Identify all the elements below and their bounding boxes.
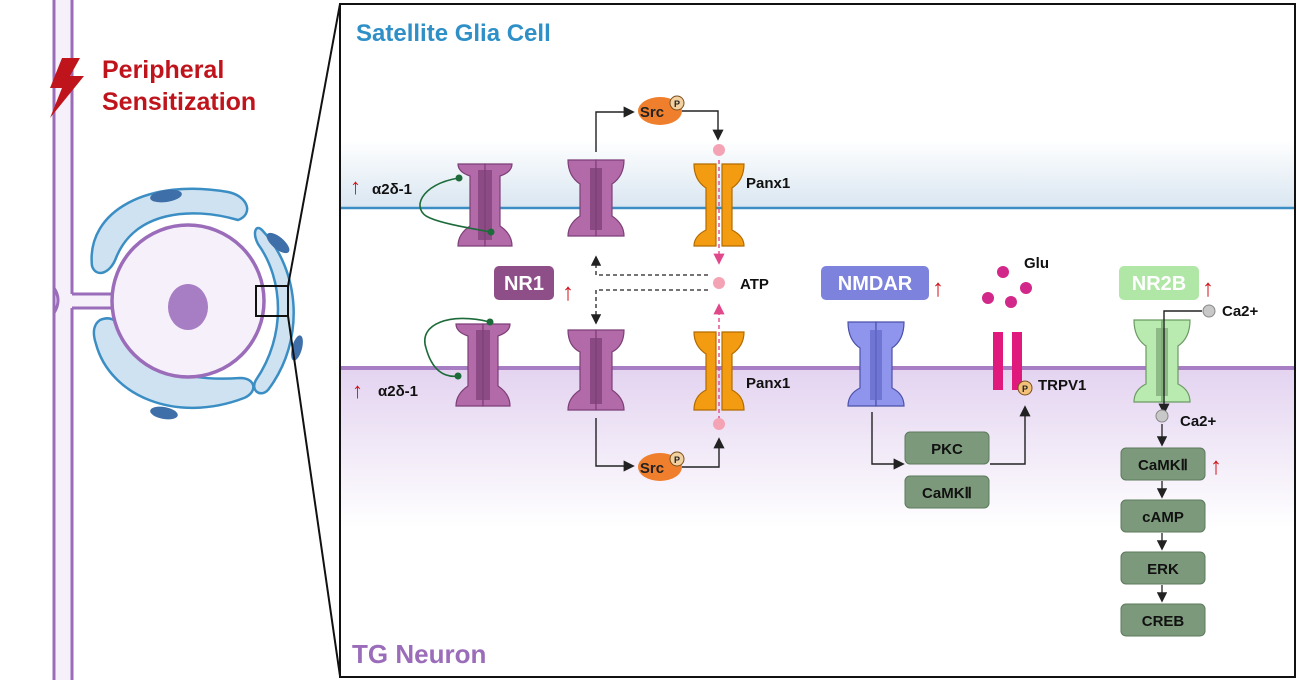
nr1-receptor-bottom [567,329,625,411]
phospho-top-label: P [674,99,680,109]
alpha2delta-receptor-bottom [423,317,511,407]
atp-label: ATP [740,276,769,293]
glu-label: Glu [1024,255,1049,272]
sensitization-title-line1: Peripheral [102,56,224,84]
nr2b-label: NR2B [1132,273,1186,295]
camk-right-box [1120,447,1206,481]
nr1-receptor-top [567,159,625,237]
creb-box [1120,603,1206,637]
phospho-top [669,95,685,111]
up-arrow-nr2b: ↑ [1202,275,1214,302]
nmdar-label-box [821,266,929,300]
arrow-src-to-panx-top [682,110,724,141]
glu-particles [982,266,1032,308]
arrow-nr1-to-src-bottom [595,418,635,472]
erk-label: ERK [1147,561,1179,578]
nmdar-receptor [847,321,905,407]
up-arrow-alpha-top: ↑ [350,174,361,199]
atp-particle-top [713,144,725,156]
arrow-nmdar-to-pkc [871,412,905,470]
camk-right-label: CaMKⅡ [1138,457,1188,474]
phospho-bottom [669,451,685,467]
creb-label: CREB [1142,613,1185,630]
camp-box [1120,499,1206,533]
ca-label-bottom: Ca2+ [1180,413,1217,430]
atp-particle [713,277,725,289]
alpha2delta-receptor-top [419,163,513,247]
camp-label: cAMP [1142,509,1184,526]
arrow-ca-influx [1158,310,1202,415]
phospho-bottom-label: P [674,455,680,465]
arrow-pkc-to-trpv1 [990,405,1031,465]
up-arrow-nmdar: ↑ [932,275,944,302]
pkc-label: PKC [931,441,963,458]
arrow-atp-to-nr1-top [590,255,708,276]
up-arrow-alpha-bottom: ↑ [352,378,363,403]
zoom-box [255,285,289,317]
phospho-trpv1-label: P [1022,384,1028,394]
ca-particle-bottom [1155,409,1169,423]
nr1-label-box [494,266,554,300]
erk-box [1120,551,1206,585]
trpv1-label: TRPV1 [1038,377,1086,394]
up-arrow-nr1: ↑ [562,279,574,306]
camk-left-box [904,475,990,509]
lightning-icon [50,58,84,118]
arrow-src-to-panx-bottom [682,437,725,468]
panx1-label-top: Panx1 [746,175,790,192]
phospho-trpv1 [1017,380,1033,396]
trpv1-channel [993,332,1022,390]
arrow-atp-to-nr1-bottom [590,289,708,325]
nr2b-label-box [1119,266,1199,300]
camk-left-label: CaMKⅡ [922,485,972,502]
panx1-label-bottom: Panx1 [746,375,790,392]
glia-title: Satellite Glia Cell [356,20,551,47]
neuron-nucleus [168,284,208,330]
left-overview: Peripheral Sensitization [50,0,341,680]
atp-particle-bottom [713,418,725,430]
src-bottom-label: Src [640,460,664,477]
panx1-bottom [693,331,745,411]
neuron-title: TG Neuron [352,639,486,669]
ca-label-top: Ca2+ [1222,303,1259,320]
main-panel: Satellite Glia Cell TG Neuron ↑ α2δ-1 ↑ … [339,3,1296,678]
src-top-label: Src [640,104,664,121]
nmdar-label: NMDAR [838,273,913,295]
nr2b-receptor [1133,319,1191,403]
arrow-nr1-to-src-top [595,106,635,152]
alpha-label-bottom: α2δ-1 [378,383,418,400]
nr1-label: NR1 [504,273,544,295]
ca-particle-top [1202,304,1216,318]
panx1-top [693,163,745,247]
up-arrow-camk: ↑ [1210,453,1222,480]
sensitization-title-line2: Sensitization [102,88,256,116]
pkc-box [904,431,990,465]
alpha-label-top: α2δ-1 [372,181,412,198]
